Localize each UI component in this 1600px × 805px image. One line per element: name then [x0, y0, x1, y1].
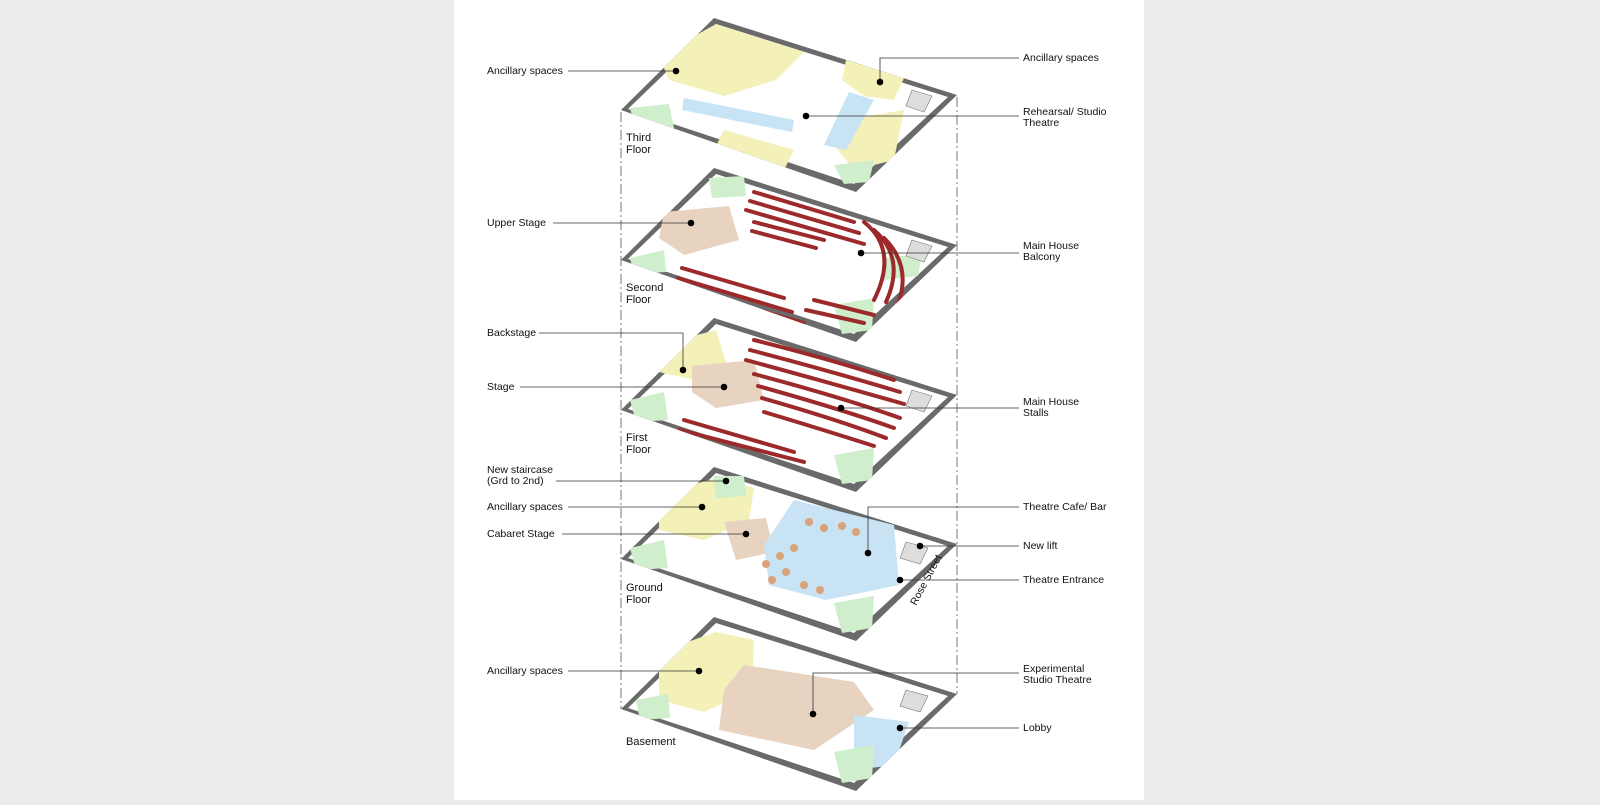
callout-right-cafe-bar: Theatre Cafe/ Bar	[864, 501, 1107, 557]
stair-core	[709, 176, 746, 198]
experimental-studio-area	[719, 665, 874, 750]
floor-plate-ground: Ground Floor Rose Street	[621, 467, 957, 641]
floor-plate-second: Second Floor	[621, 168, 957, 342]
callout-label-line2: Balcony	[1023, 251, 1061, 263]
floor-label-basement: Basement	[626, 736, 676, 748]
callout-label: Ancillary spaces	[487, 65, 563, 77]
callout-label: Backstage	[487, 327, 536, 339]
lift-core	[905, 239, 933, 263]
upper-stage-area	[659, 206, 739, 255]
stair-core	[834, 160, 874, 184]
callout-label-line2: Stalls	[1023, 407, 1049, 419]
stair-core	[714, 476, 746, 498]
floor-label-third-line2: Floor	[626, 144, 651, 156]
stair-core	[834, 448, 874, 484]
floor-plate-third: Third Floor	[621, 18, 957, 192]
ancillary-zone	[842, 60, 904, 100]
callout-label: New staircase	[487, 464, 553, 476]
exploded-axonometric-diagram: Third Floor Second Floor	[487, 18, 1107, 791]
ancillary-zone	[659, 24, 804, 96]
stair-core	[834, 745, 874, 783]
floor-label-third-line1: Third	[626, 132, 651, 144]
callout-label: Theatre Entrance	[1023, 574, 1104, 586]
callout-left-new-staircase: New staircase (Grd to 2nd)	[487, 464, 730, 487]
floor-plate-basement: Basement	[621, 617, 957, 791]
callout-left-stage: Stage	[487, 381, 728, 393]
stage-area	[692, 360, 764, 408]
ancillary-zone	[714, 130, 794, 170]
callout-left-ancillary-ground: Ancillary spaces	[487, 501, 706, 513]
lift-core	[905, 389, 933, 413]
callout-left-upper-stage: Upper Stage	[487, 217, 695, 229]
floor-plate-first: First Floor	[621, 318, 957, 492]
cabaret-stage-area	[724, 518, 774, 560]
cafe-bar-area	[764, 500, 899, 600]
circulation-zone	[682, 98, 794, 132]
lift-core	[905, 89, 933, 113]
diagram-sheet: Third Floor Second Floor	[454, 0, 1144, 800]
callout-left-ancillary-third: Ancillary spaces	[487, 65, 680, 77]
callout-left-backstage: Backstage	[487, 327, 687, 374]
lift-core	[899, 689, 929, 713]
callout-label: Rehearsal/ Studio	[1023, 106, 1107, 118]
callout-right-experimental-studio: Experimental Studio Theatre	[809, 663, 1092, 718]
callout-right-main-house-balcony: Main House Balcony	[857, 240, 1079, 263]
stair-core	[630, 540, 668, 570]
callout-label: Ancillary spaces	[487, 665, 563, 677]
callout-left-cabaret-stage: Cabaret Stage	[487, 528, 750, 540]
callout-right-rehearsal-studio: Rehearsal/ Studio Theatre	[802, 106, 1107, 129]
callout-label-line2: Theatre	[1023, 117, 1059, 129]
callout-label: Main House	[1023, 396, 1079, 408]
stair-core	[630, 392, 668, 422]
stair-core	[834, 596, 874, 633]
callout-right-lobby: Lobby	[896, 722, 1052, 734]
callout-label: Theatre Cafe/ Bar	[1023, 501, 1107, 513]
callout-label: Experimental	[1023, 663, 1084, 675]
floor-label-ground-line1: Ground	[626, 582, 663, 594]
callout-right-main-house-stalls: Main House Stalls	[837, 396, 1079, 419]
callout-label-line2: Studio Theatre	[1023, 674, 1092, 686]
callout-label: Cabaret Stage	[487, 528, 555, 540]
callout-right-ancillary-third: Ancillary spaces	[876, 52, 1099, 86]
callout-label: Lobby	[1023, 722, 1052, 734]
callout-label: Ancillary spaces	[487, 501, 563, 513]
callout-right-theatre-entrance: Theatre Entrance	[896, 574, 1104, 586]
floor-label-second-line2: Floor	[626, 294, 651, 306]
callout-label: Main House	[1023, 240, 1079, 252]
callout-label-line2: (Grd to 2nd)	[487, 475, 544, 487]
stalls-seating	[678, 338, 906, 464]
callout-label: New lift	[1023, 540, 1058, 552]
floor-label-first-line2: Floor	[626, 444, 651, 456]
stair-core	[630, 104, 674, 130]
floor-label-ground-line2: Floor	[626, 594, 651, 606]
cafe-tables	[762, 518, 860, 594]
stair-core	[636, 694, 670, 720]
callout-label: Ancillary spaces	[1023, 52, 1099, 64]
floor-label-second-line1: Second	[626, 282, 663, 294]
circulation-zone	[824, 92, 874, 150]
callout-left-ancillary-basement: Ancillary spaces	[487, 665, 703, 677]
floor-label-first-line1: First	[626, 432, 647, 444]
callout-label: Stage	[487, 381, 515, 393]
callout-right-new-lift: New lift	[916, 540, 1058, 552]
callout-label: Upper Stage	[487, 217, 546, 229]
